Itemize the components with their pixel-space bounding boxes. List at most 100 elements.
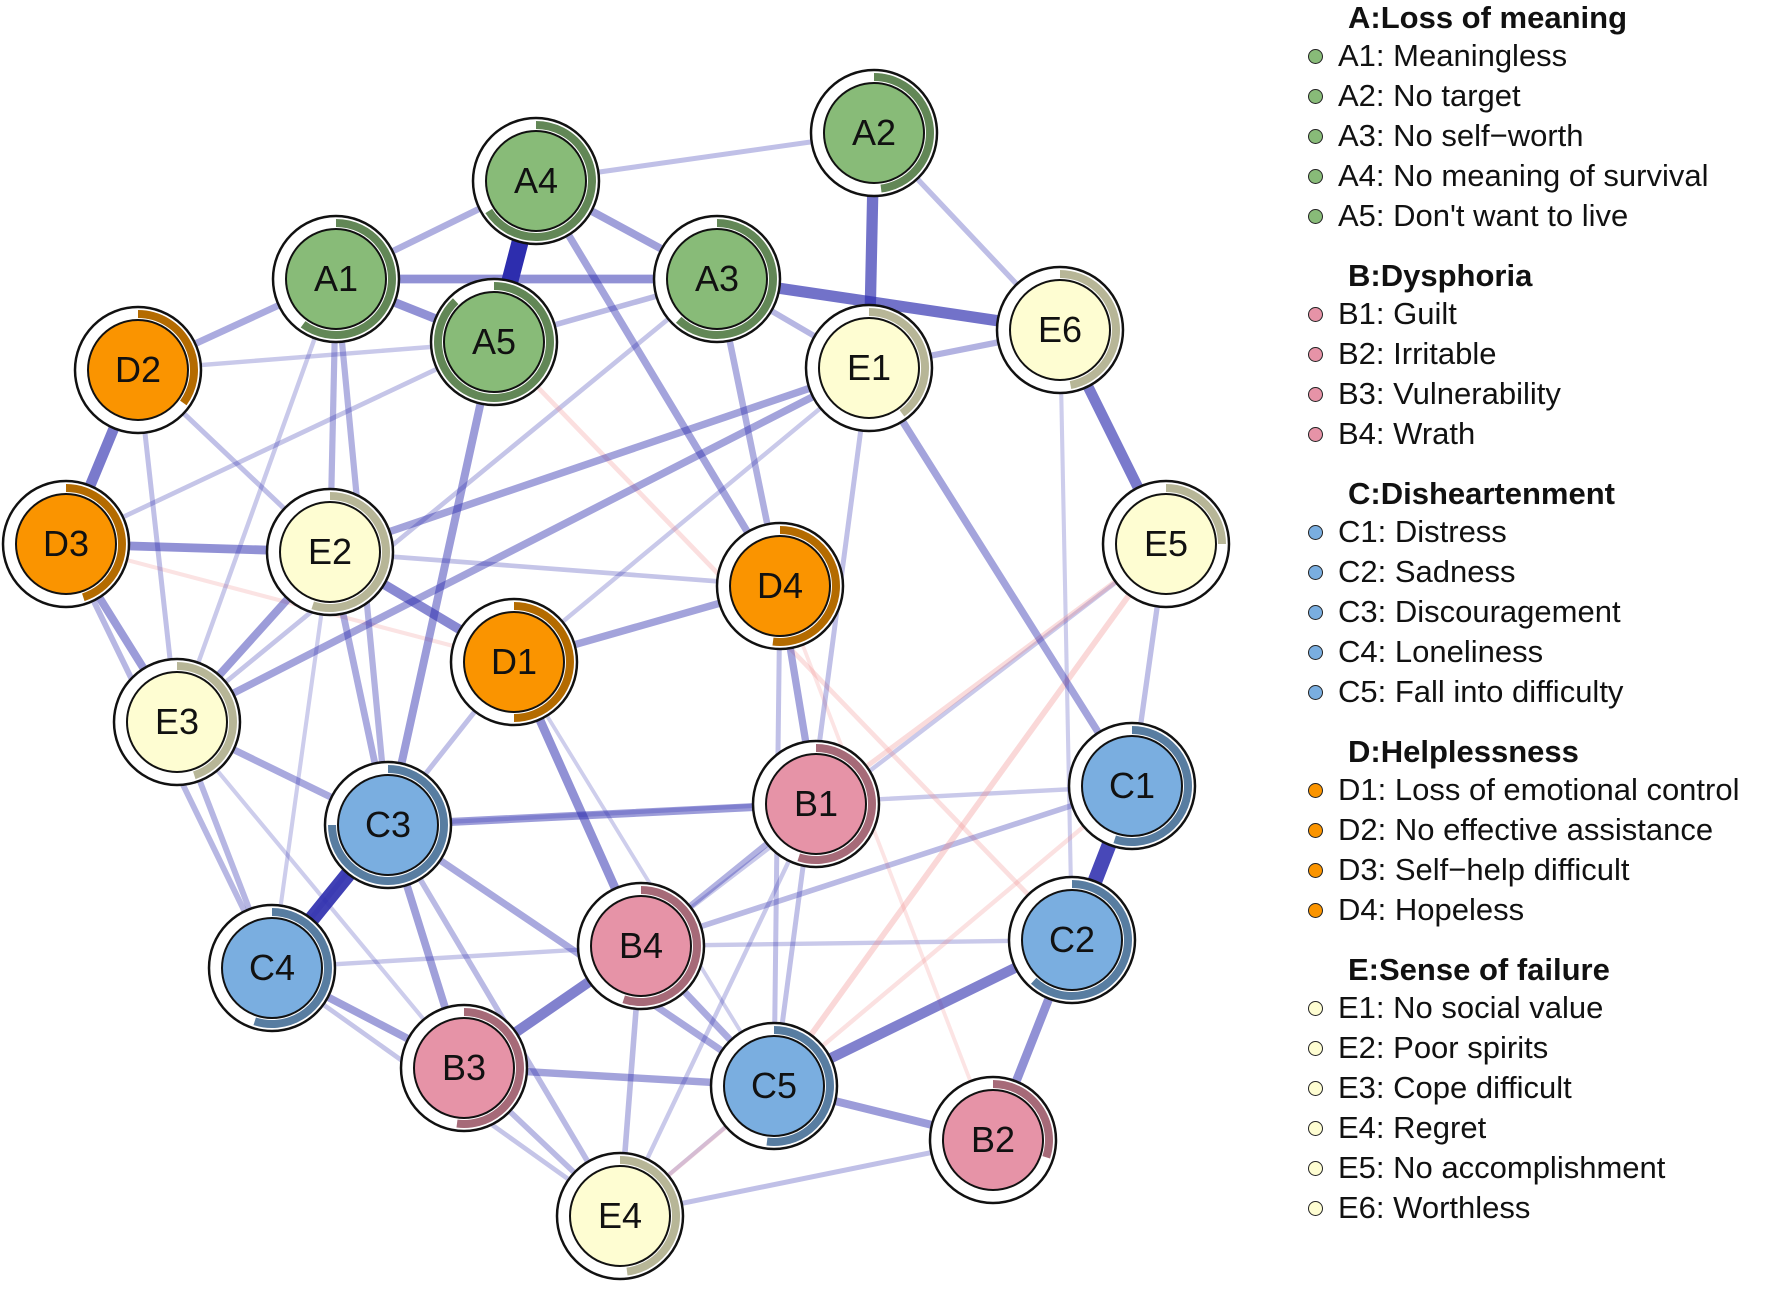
node-pie-arc <box>1059 270 1120 389</box>
node-A3[interactable]: A3 <box>652 214 782 344</box>
node-label: B1 <box>794 783 838 824</box>
edge-B4-C1 <box>638 783 1135 949</box>
node-pie-arc <box>300 219 396 339</box>
edge-D4-B2 <box>778 584 995 1142</box>
legend-dot-icon <box>1308 684 1323 700</box>
node-C2[interactable]: C2 <box>1007 875 1137 1005</box>
node-C1[interactable]: C1 <box>1067 721 1197 851</box>
legend-dot-icon <box>1308 822 1323 838</box>
legend-dot-icon <box>1308 902 1323 918</box>
legend-item-label: C1: Distress <box>1338 514 1507 549</box>
edge-E1-C5 <box>771 365 872 1089</box>
node-body <box>15 493 117 595</box>
legend-item-label: C5: Fall into difficulty <box>1338 674 1624 709</box>
node-label: B4 <box>619 925 663 966</box>
node-A1[interactable]: A1 <box>271 214 401 344</box>
node-pie-arc <box>65 484 126 602</box>
node-label: B3 <box>442 1047 486 1088</box>
node-label: D1 <box>491 641 537 682</box>
legend-item-label: D3: Self−help difficult <box>1338 852 1630 887</box>
node-label: A5 <box>472 321 516 362</box>
node-body <box>723 1035 825 1137</box>
node-label: C5 <box>751 1065 797 1106</box>
node-A4[interactable]: A4 <box>471 116 601 246</box>
node-A5[interactable]: A5 <box>429 277 559 407</box>
legend-item-label: A1: Meaningless <box>1338 38 1568 73</box>
node-body <box>823 82 925 184</box>
node-body <box>1081 735 1183 837</box>
node-B1[interactable]: B1 <box>751 739 881 869</box>
node-D1[interactable]: D1 <box>449 597 579 727</box>
node-body <box>729 535 831 637</box>
node-pie-arc <box>456 1008 524 1128</box>
node-label: E3 <box>155 701 199 742</box>
node-E1[interactable]: E1 <box>804 303 934 433</box>
node-pie-arc <box>992 1080 1053 1159</box>
node-label: E1 <box>847 347 891 388</box>
legend-item-C1: C1: Distress <box>1302 512 1772 552</box>
node-pie-arc <box>675 219 777 339</box>
edge-E5-B1 <box>813 541 1169 807</box>
node-body <box>463 611 565 713</box>
legend-dot-icon <box>1308 128 1323 144</box>
node-body <box>413 1017 515 1119</box>
edge-A5-C3 <box>384 338 498 829</box>
node-C3[interactable]: C3 <box>323 760 453 890</box>
edges-layer <box>60 127 1172 1219</box>
legend-dot-icon <box>1308 782 1323 798</box>
node-E4[interactable]: E4 <box>555 1151 685 1281</box>
legend-dot-icon <box>1308 306 1323 322</box>
node-label: E6 <box>1038 309 1082 350</box>
node-A2[interactable]: A2 <box>809 68 939 198</box>
node-E2[interactable]: E2 <box>265 487 395 617</box>
edge-C2-B4 <box>638 937 1075 949</box>
edge-C3-B1 <box>384 800 820 829</box>
node-pie-arc <box>619 1156 680 1276</box>
legend-dot-icon <box>1308 346 1323 362</box>
node-pie-arc <box>1030 880 1132 1000</box>
node-body <box>1115 493 1217 595</box>
legend-item-E4: E4: Regret <box>1302 1108 1772 1148</box>
node-label: E4 <box>598 1195 642 1236</box>
node-B2[interactable]: B2 <box>928 1075 1058 1205</box>
legend-item-E1: E1: No social value <box>1302 988 1772 1028</box>
node-B4[interactable]: B4 <box>576 881 706 1011</box>
node-D4[interactable]: D4 <box>715 521 845 651</box>
node-E5[interactable]: E5 <box>1101 479 1231 609</box>
node-D2[interactable]: D2 <box>73 305 203 435</box>
node-E3[interactable]: E3 <box>112 657 242 787</box>
legend-item-C3: C3: Discouragement <box>1302 592 1772 632</box>
node-C4[interactable]: C4 <box>207 903 337 1033</box>
node-body <box>1009 279 1111 381</box>
legend-dot-icon <box>1308 564 1323 580</box>
legend-dot-icon <box>1308 862 1323 878</box>
node-pie-arc <box>513 602 574 722</box>
legend-item-label: B4: Wrath <box>1338 416 1476 451</box>
edge-E5-B4 <box>638 541 1169 949</box>
legend-item-label: B2: Irritable <box>1338 336 1497 371</box>
node-B3[interactable]: B3 <box>399 1003 529 1133</box>
legend-item-label: E3: Cope difficult <box>1338 1070 1572 1105</box>
legend-item-label: D2: No effective assistance <box>1338 812 1714 847</box>
legend-dot-icon <box>1308 1040 1323 1056</box>
edge-C1-E4 <box>617 783 1135 1219</box>
node-pie-arc <box>485 121 596 241</box>
node-C5[interactable]: C5 <box>709 1021 839 1151</box>
legend-item-C5: C5: Fall into difficulty <box>1302 672 1772 712</box>
node-label: E5 <box>1144 523 1188 564</box>
legend-item-C2: C2: Sadness <box>1302 552 1772 592</box>
node-body <box>569 1165 671 1267</box>
node-D3[interactable]: D3 <box>1 479 131 609</box>
legend-dot-icon <box>1308 1200 1323 1216</box>
node-E6[interactable]: E6 <box>995 265 1125 395</box>
node-pie-arc <box>873 73 934 193</box>
edge-E3-A3 <box>174 276 720 725</box>
edge-E2-D4 <box>327 549 783 589</box>
node-body <box>285 228 387 330</box>
legend-item-D3: D3: Self−help difficult <box>1302 850 1772 890</box>
legend-dot-icon <box>1308 644 1323 660</box>
legend-group-title: D:Helplessness <box>1348 734 1579 769</box>
